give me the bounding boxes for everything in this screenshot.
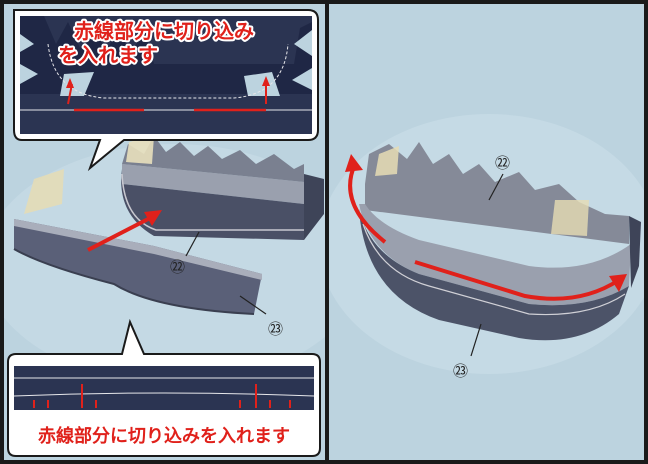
flow-arrows — [345, 154, 627, 301]
right-panel: ㉒ ㉓ — [329, 4, 644, 460]
part-label-23-right: ㉓ — [453, 362, 468, 380]
top-callout: 赤線部分に切り込み を入れます — [13, 9, 319, 172]
assembled-part — [359, 142, 641, 341]
left-illustration: ㉒ ㉓ 赤線部分に切り込み を入れます — [4, 4, 325, 460]
top-callout-line2: を入れます — [58, 43, 158, 67]
right-illustration: ㉒ ㉓ — [329, 4, 644, 460]
part-22-piece — [121, 136, 324, 240]
insert-arrow — [87, 210, 162, 252]
part-label-22-right: ㉒ — [495, 154, 510, 172]
part-23-piece — [13, 169, 262, 315]
part-label-22: ㉒ — [170, 258, 185, 276]
part-label-23: ㉓ — [268, 320, 283, 338]
top-callout-line1: 赤線部分に切り込み — [74, 19, 254, 43]
left-panel: ㉒ ㉓ 赤線部分に切り込み を入れます — [4, 4, 325, 460]
bottom-callout-text: 赤線部分に切り込みを入れます — [38, 425, 290, 447]
bottom-callout: 赤線部分に切り込みを入れます — [7, 318, 321, 457]
